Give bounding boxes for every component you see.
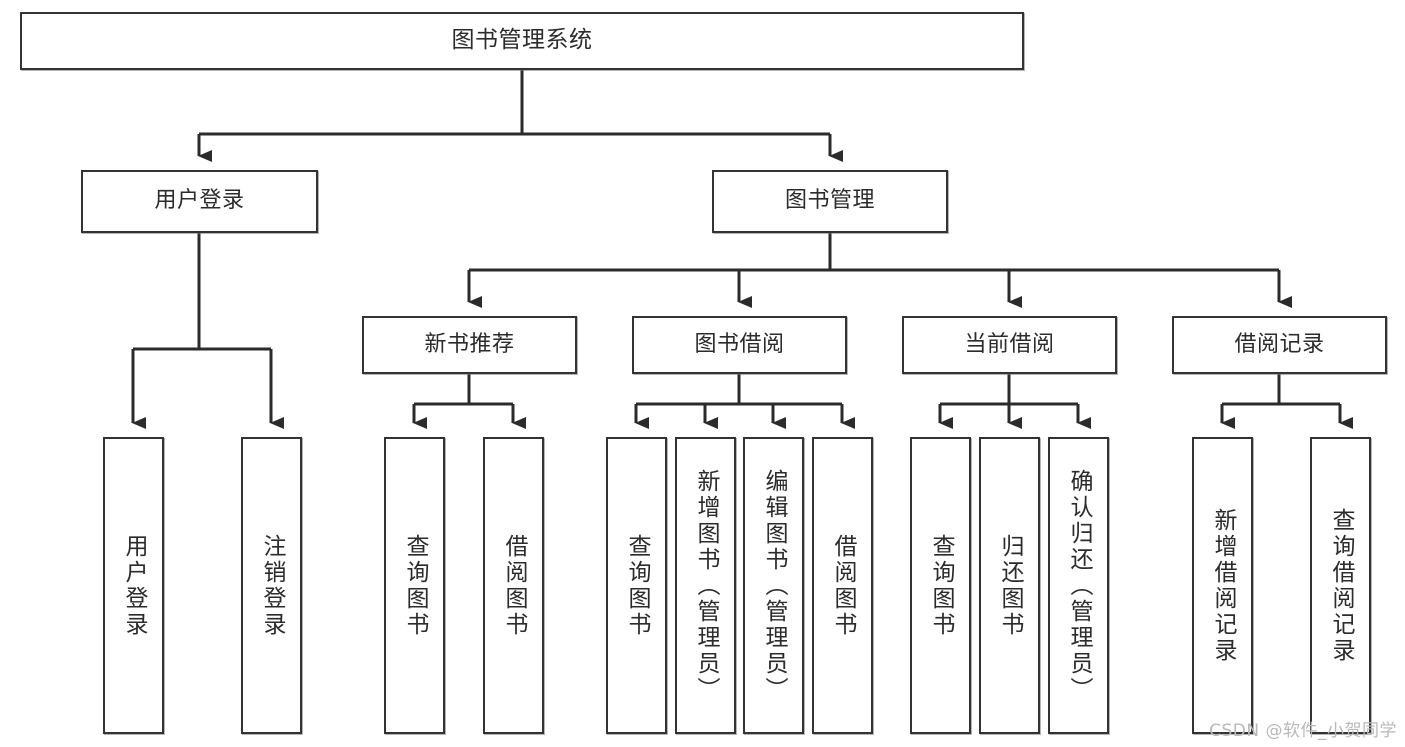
leaf-user-login-label: 用户登录 — [121, 533, 147, 638]
node-new-book-recommend-label: 新书推荐 — [424, 331, 515, 357]
leaf-borrow-book-2[interactable]: 借阅图书 — [812, 437, 873, 734]
leaf-logout-login[interactable]: 注销登录 — [241, 437, 302, 734]
leaf-query-book-2[interactable]: 查询图书 — [606, 437, 667, 734]
leaf-query-book-2-label: 查询图书 — [624, 533, 650, 638]
node-book-management[interactable]: 图书管理 — [712, 170, 948, 233]
leaf-add-book-admin-label: 新增图书（管理员） — [693, 468, 719, 703]
leaf-borrow-book-1[interactable]: 借阅图书 — [483, 437, 544, 734]
leaf-borrow-book-2-label: 借阅图书 — [830, 533, 856, 638]
leaf-confirm-return-admin[interactable]: 确认归还（管理员） — [1048, 437, 1109, 734]
watermark: CSDN @软件_小贺同学 — [1209, 721, 1397, 741]
node-current-borrow-label: 当前借阅 — [964, 331, 1055, 357]
leaf-query-book-3[interactable]: 查询图书 — [910, 437, 971, 734]
leaf-query-book-1[interactable]: 查询图书 — [384, 437, 445, 734]
leaf-add-book-admin[interactable]: 新增图书（管理员） — [675, 437, 736, 734]
node-user-login[interactable]: 用户登录 — [81, 170, 318, 233]
node-root[interactable]: 图书管理系统 — [20, 12, 1024, 70]
node-new-book-recommend[interactable]: 新书推荐 — [362, 316, 577, 374]
node-book-borrow[interactable]: 图书借阅 — [632, 316, 847, 374]
leaf-query-book-3-label: 查询图书 — [928, 533, 954, 638]
node-borrow-record[interactable]: 借阅记录 — [1172, 316, 1387, 374]
node-book-management-label: 图书管理 — [784, 188, 875, 214]
leaf-query-borrow-record-label: 查询借阅记录 — [1328, 507, 1354, 664]
leaf-return-book-label: 归还图书 — [997, 533, 1023, 638]
leaf-edit-book-admin[interactable]: 编辑图书（管理员） — [743, 437, 804, 734]
node-borrow-record-label: 借阅记录 — [1234, 331, 1325, 357]
leaf-borrow-book-1-label: 借阅图书 — [501, 533, 527, 638]
node-root-label: 图书管理系统 — [451, 27, 593, 54]
leaf-query-borrow-record[interactable]: 查询借阅记录 — [1310, 437, 1371, 734]
node-current-borrow[interactable]: 当前借阅 — [902, 316, 1117, 374]
leaf-logout-login-label: 注销登录 — [259, 533, 285, 638]
leaf-confirm-return-admin-label: 确认归还（管理员） — [1066, 468, 1092, 703]
node-book-borrow-label: 图书借阅 — [694, 331, 785, 357]
leaf-query-book-1-label: 查询图书 — [402, 533, 428, 638]
leaf-user-login[interactable]: 用户登录 — [103, 437, 164, 734]
leaf-add-borrow-record-label: 新增借阅记录 — [1210, 507, 1236, 664]
node-user-login-label: 用户登录 — [154, 188, 245, 214]
leaf-return-book[interactable]: 归还图书 — [979, 437, 1040, 734]
leaf-edit-book-admin-label: 编辑图书（管理员） — [761, 468, 787, 703]
leaf-add-borrow-record[interactable]: 新增借阅记录 — [1192, 437, 1253, 734]
